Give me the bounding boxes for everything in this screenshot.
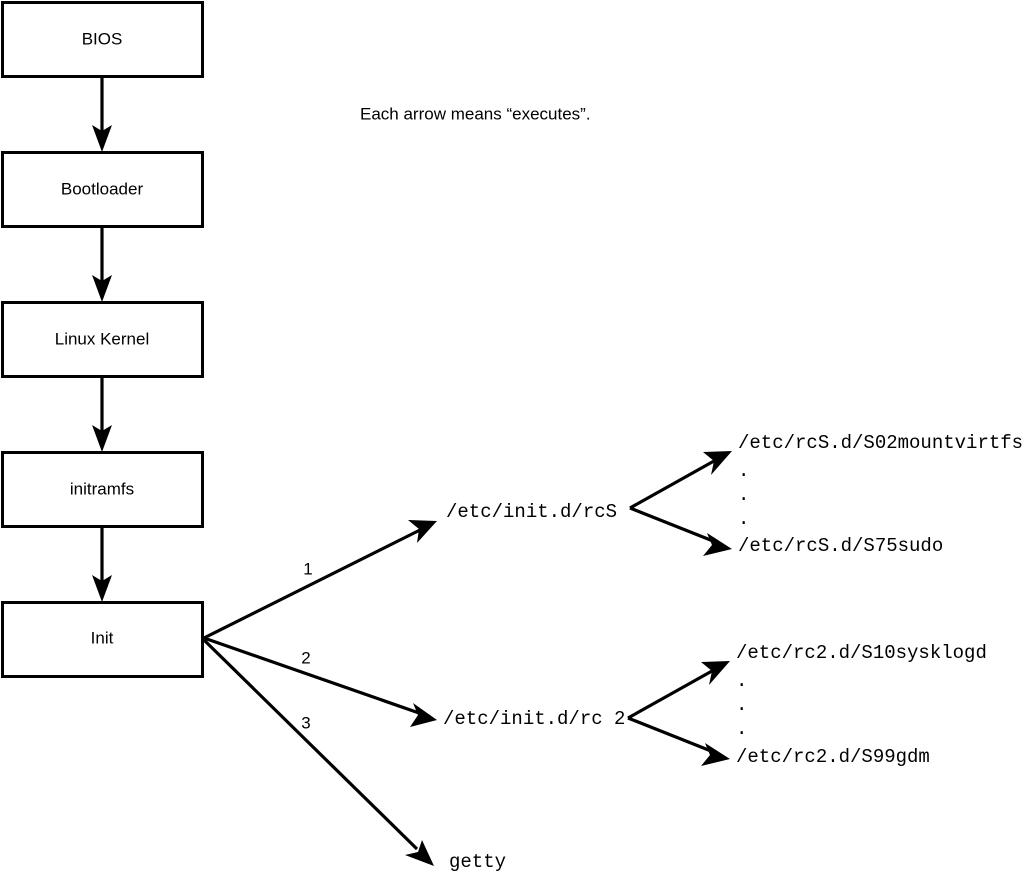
boot-chain-group: BIOS Bootloader Linux Kernel initramfs I… [1,1,204,678]
rc2-ellipsis-dot-3: . [736,718,747,740]
arrow-init-to-rcs-line [203,528,421,640]
arrow-init-to-rcs [203,520,437,640]
rc2-ellipsis-dot-2: . [736,694,747,716]
branch-number-2: 2 [301,648,310,667]
node-bios-rect [1,1,204,78]
arrow-rc2-to-last-script [627,716,730,766]
arrow-rc2-to-last-script-head [701,743,730,766]
arrow-init-to-rcs-head [408,520,437,543]
rcs-ellipsis-dot-3: . [738,508,749,530]
arrow-init-to-getty-line [202,638,419,851]
init-fanout-group: 1 2 3 [202,520,437,866]
arrow-initramfs-to-init [92,527,112,602]
arrow-rc2-to-first-script [627,661,730,720]
label-rcs-first-script[interactable]: /etc/rcS.d/S02mountvirtfs [738,432,1023,454]
arrow-rc2-to-last-script-line [627,716,712,753]
arrow-initramfs-to-init-head [92,575,112,602]
rcs-ellipsis-dot-1: . [738,460,749,482]
node-initramfs-rect [1,451,204,528]
branch-number-1: 1 [303,559,312,578]
arrow-bios-to-bootloader [92,77,112,152]
node-linux-kernel[interactable]: Linux Kernel [1,301,204,378]
node-initramfs-label: initramfs [70,479,134,498]
node-init-label: Init [91,628,114,647]
arrow-init-to-getty-head [405,840,434,866]
arrow-rcs-to-last-script-head [703,533,732,556]
chain-arrows-group [92,77,112,602]
node-bootloader-label: Bootloader [61,179,144,198]
branch-number-3: 3 [301,713,310,732]
rc2-ellipsis-dot-1: . [736,670,747,692]
arrow-bootloader-to-kernel-head [92,275,112,302]
arrow-init-to-getty [202,638,434,866]
arrow-bootloader-to-kernel [92,227,112,302]
arrow-kernel-to-initramfs-head [92,425,112,452]
node-init-rect [1,601,204,678]
arrow-bios-to-bootloader-head [92,125,112,152]
label-rc2-last-script[interactable]: /etc/rc2.d/S99gdm [736,746,930,768]
node-bootloader[interactable]: Bootloader [1,151,204,228]
arrow-rcs-to-first-script [629,451,732,510]
arrow-rcs-to-first-script-line [629,459,715,510]
label-rcs-last-script[interactable]: /etc/rcS.d/S75sudo [738,535,943,557]
legend-note: Each arrow means “executes”. [360,104,591,123]
label-rc2-first-script[interactable]: /etc/rc2.d/S10sysklogd [736,642,987,664]
node-initramfs[interactable]: initramfs [1,451,204,528]
arrow-rc2-to-first-script-line [627,669,713,720]
rc2-fanout-group: /etc/rc2.d/S10sysklogd . . . /etc/rc2.d/… [627,642,987,768]
node-linux-kernel-rect [1,301,204,378]
arrow-init-to-rc2 [203,636,437,727]
label-getty[interactable]: getty [449,851,506,873]
node-bootloader-rect [1,151,204,228]
arrow-init-to-rc2-line [203,636,420,715]
label-init-d-rc2[interactable]: /etc/init.d/rc 2 [443,708,625,730]
node-bios-label: BIOS [82,29,123,48]
arrow-rcs-to-first-script-head [703,451,732,475]
node-linux-kernel-label: Linux Kernel [55,329,150,348]
arrow-rcs-to-last-script [629,506,732,556]
label-init-d-rcs[interactable]: /etc/init.d/rcS [446,501,617,523]
arrow-rcs-to-last-script-line [629,506,714,543]
rcs-ellipsis-dot-2: . [738,484,749,506]
arrow-kernel-to-initramfs [92,377,112,452]
arrow-rc2-to-first-script-head [701,661,730,685]
rcs-fanout-group: /etc/rcS.d/S02mountvirtfs . . . /etc/rcS… [629,432,1023,557]
arrow-init-to-rc2-head [410,703,437,727]
node-init[interactable]: Init [1,601,204,678]
node-bios[interactable]: BIOS [1,1,204,78]
